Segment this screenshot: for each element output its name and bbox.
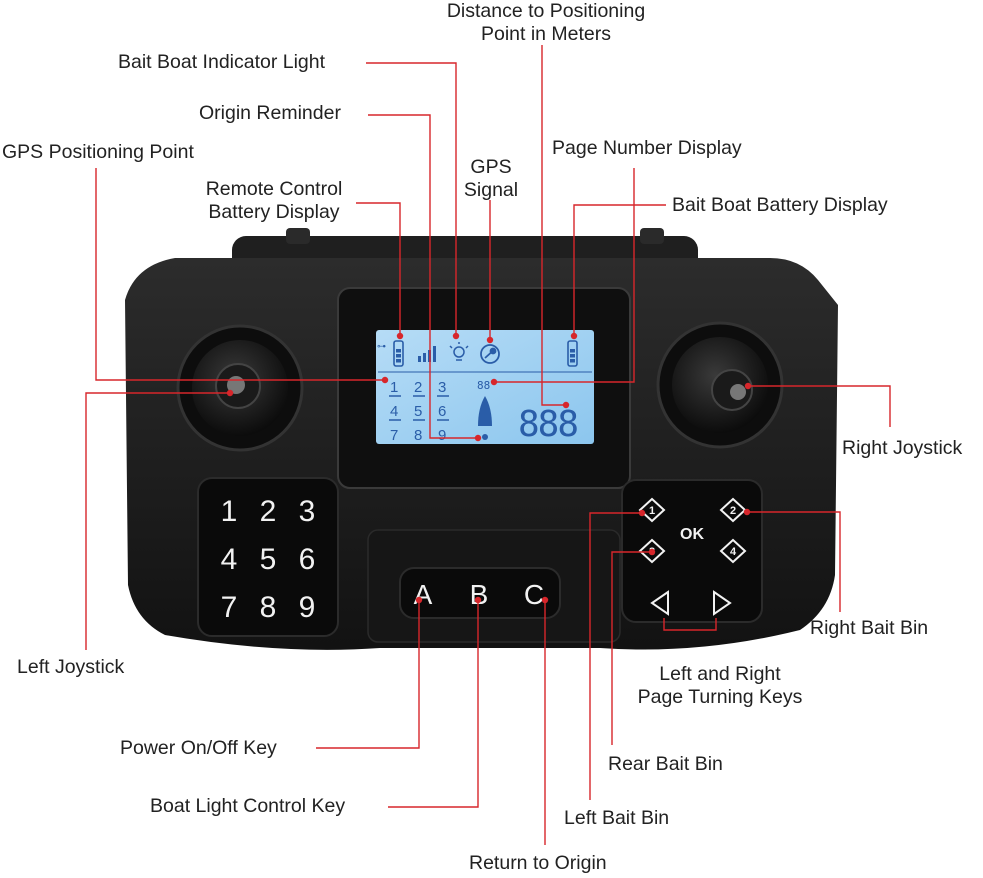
key-c[interactable]: C xyxy=(524,579,544,610)
key-a[interactable]: A xyxy=(414,579,433,610)
right-joystick[interactable] xyxy=(656,321,784,449)
label-right-joystick: Right Joystick xyxy=(842,437,963,459)
label-distance: Distance to Positioning Point in Meters xyxy=(446,0,646,45)
key-3[interactable]: 3 xyxy=(299,495,316,528)
bulb-icon xyxy=(449,342,469,361)
page-3: 3 xyxy=(438,379,446,396)
key-6[interactable]: 6 xyxy=(299,543,316,576)
page-8: 8 xyxy=(414,427,422,444)
bin-key-4[interactable]: 4 xyxy=(730,546,737,558)
lcd-display: ⊶ xyxy=(376,330,594,445)
bin-keypad: 1 2 3 4 OK xyxy=(621,479,763,623)
label-boat-battery: Bait Boat Battery Display xyxy=(672,194,888,216)
ok-button[interactable]: OK xyxy=(680,526,704,543)
label-page-number: Page Number Display xyxy=(552,137,742,159)
key-9[interactable]: 9 xyxy=(299,591,316,624)
page-9: 9 xyxy=(438,427,446,444)
gps-signal-icon xyxy=(480,344,500,364)
label-gps-signal: GPS Signal xyxy=(463,156,519,201)
page-4: 4 xyxy=(390,403,398,420)
boat-battery-icon xyxy=(567,340,578,367)
function-keys: A B C xyxy=(399,567,561,619)
page-2: 2 xyxy=(414,379,422,396)
key-5[interactable]: 5 xyxy=(260,543,277,576)
key-4[interactable]: 4 xyxy=(221,543,238,576)
label-light-key: Boat Light Control Key xyxy=(150,795,346,817)
bin-key-3-shape[interactable] xyxy=(638,538,666,564)
page-left-key[interactable] xyxy=(650,590,669,616)
key-1[interactable]: 1 xyxy=(221,495,238,528)
key-b[interactable]: B xyxy=(470,579,489,610)
page-grid: 1 2 3 4 5 6 7 8 9 xyxy=(389,379,449,444)
page-7: 7 xyxy=(390,427,398,444)
leader-dots xyxy=(226,332,752,604)
number-keypad: 1 2 3 4 5 6 7 8 9 xyxy=(197,477,339,637)
page-number-digits: 88 xyxy=(477,379,490,392)
distance-digits: 888 xyxy=(518,404,577,445)
bin-key-1[interactable]: 1 xyxy=(649,505,655,517)
rc-battery-icon: ⊶ xyxy=(377,340,404,367)
label-left-bait-bin: Left Bait Bin xyxy=(564,807,670,829)
page-5: 5 xyxy=(414,403,422,420)
key-8[interactable]: 8 xyxy=(260,591,277,624)
bin-key-2[interactable]: 2 xyxy=(730,505,736,517)
label-left-joystick: Left Joystick xyxy=(17,656,125,678)
bin-key-2-shape[interactable] xyxy=(719,497,747,523)
page-6: 6 xyxy=(438,403,446,420)
page-right-key[interactable] xyxy=(713,590,732,616)
label-right-bait-bin: Right Bait Bin xyxy=(810,617,929,639)
page-1: 1 xyxy=(390,379,398,396)
label-power-key: Power On/Off Key xyxy=(120,737,277,759)
bin-key-1-shape[interactable] xyxy=(638,497,666,523)
label-page-turning: Left and Right Page Turning Keys xyxy=(637,663,803,708)
svg-text:⊶: ⊶ xyxy=(377,342,386,352)
label-rear-bait-bin: Rear Bait Bin xyxy=(608,753,723,775)
boat-icon xyxy=(478,396,492,440)
label-origin-reminder: Origin Reminder xyxy=(199,102,341,124)
key-2[interactable]: 2 xyxy=(260,495,277,528)
left-joystick[interactable] xyxy=(176,324,304,452)
label-rc-battery: Remote Control Battery Display xyxy=(205,178,343,223)
leader-lines xyxy=(85,45,891,845)
key-7[interactable]: 7 xyxy=(221,591,238,624)
label-indicator-light: Bait Boat Indicator Light xyxy=(118,51,326,73)
bin-key-4-shape[interactable] xyxy=(719,538,747,564)
label-return-origin: Return to Origin xyxy=(469,852,607,874)
label-gps-point: GPS Positioning Point xyxy=(2,141,194,163)
